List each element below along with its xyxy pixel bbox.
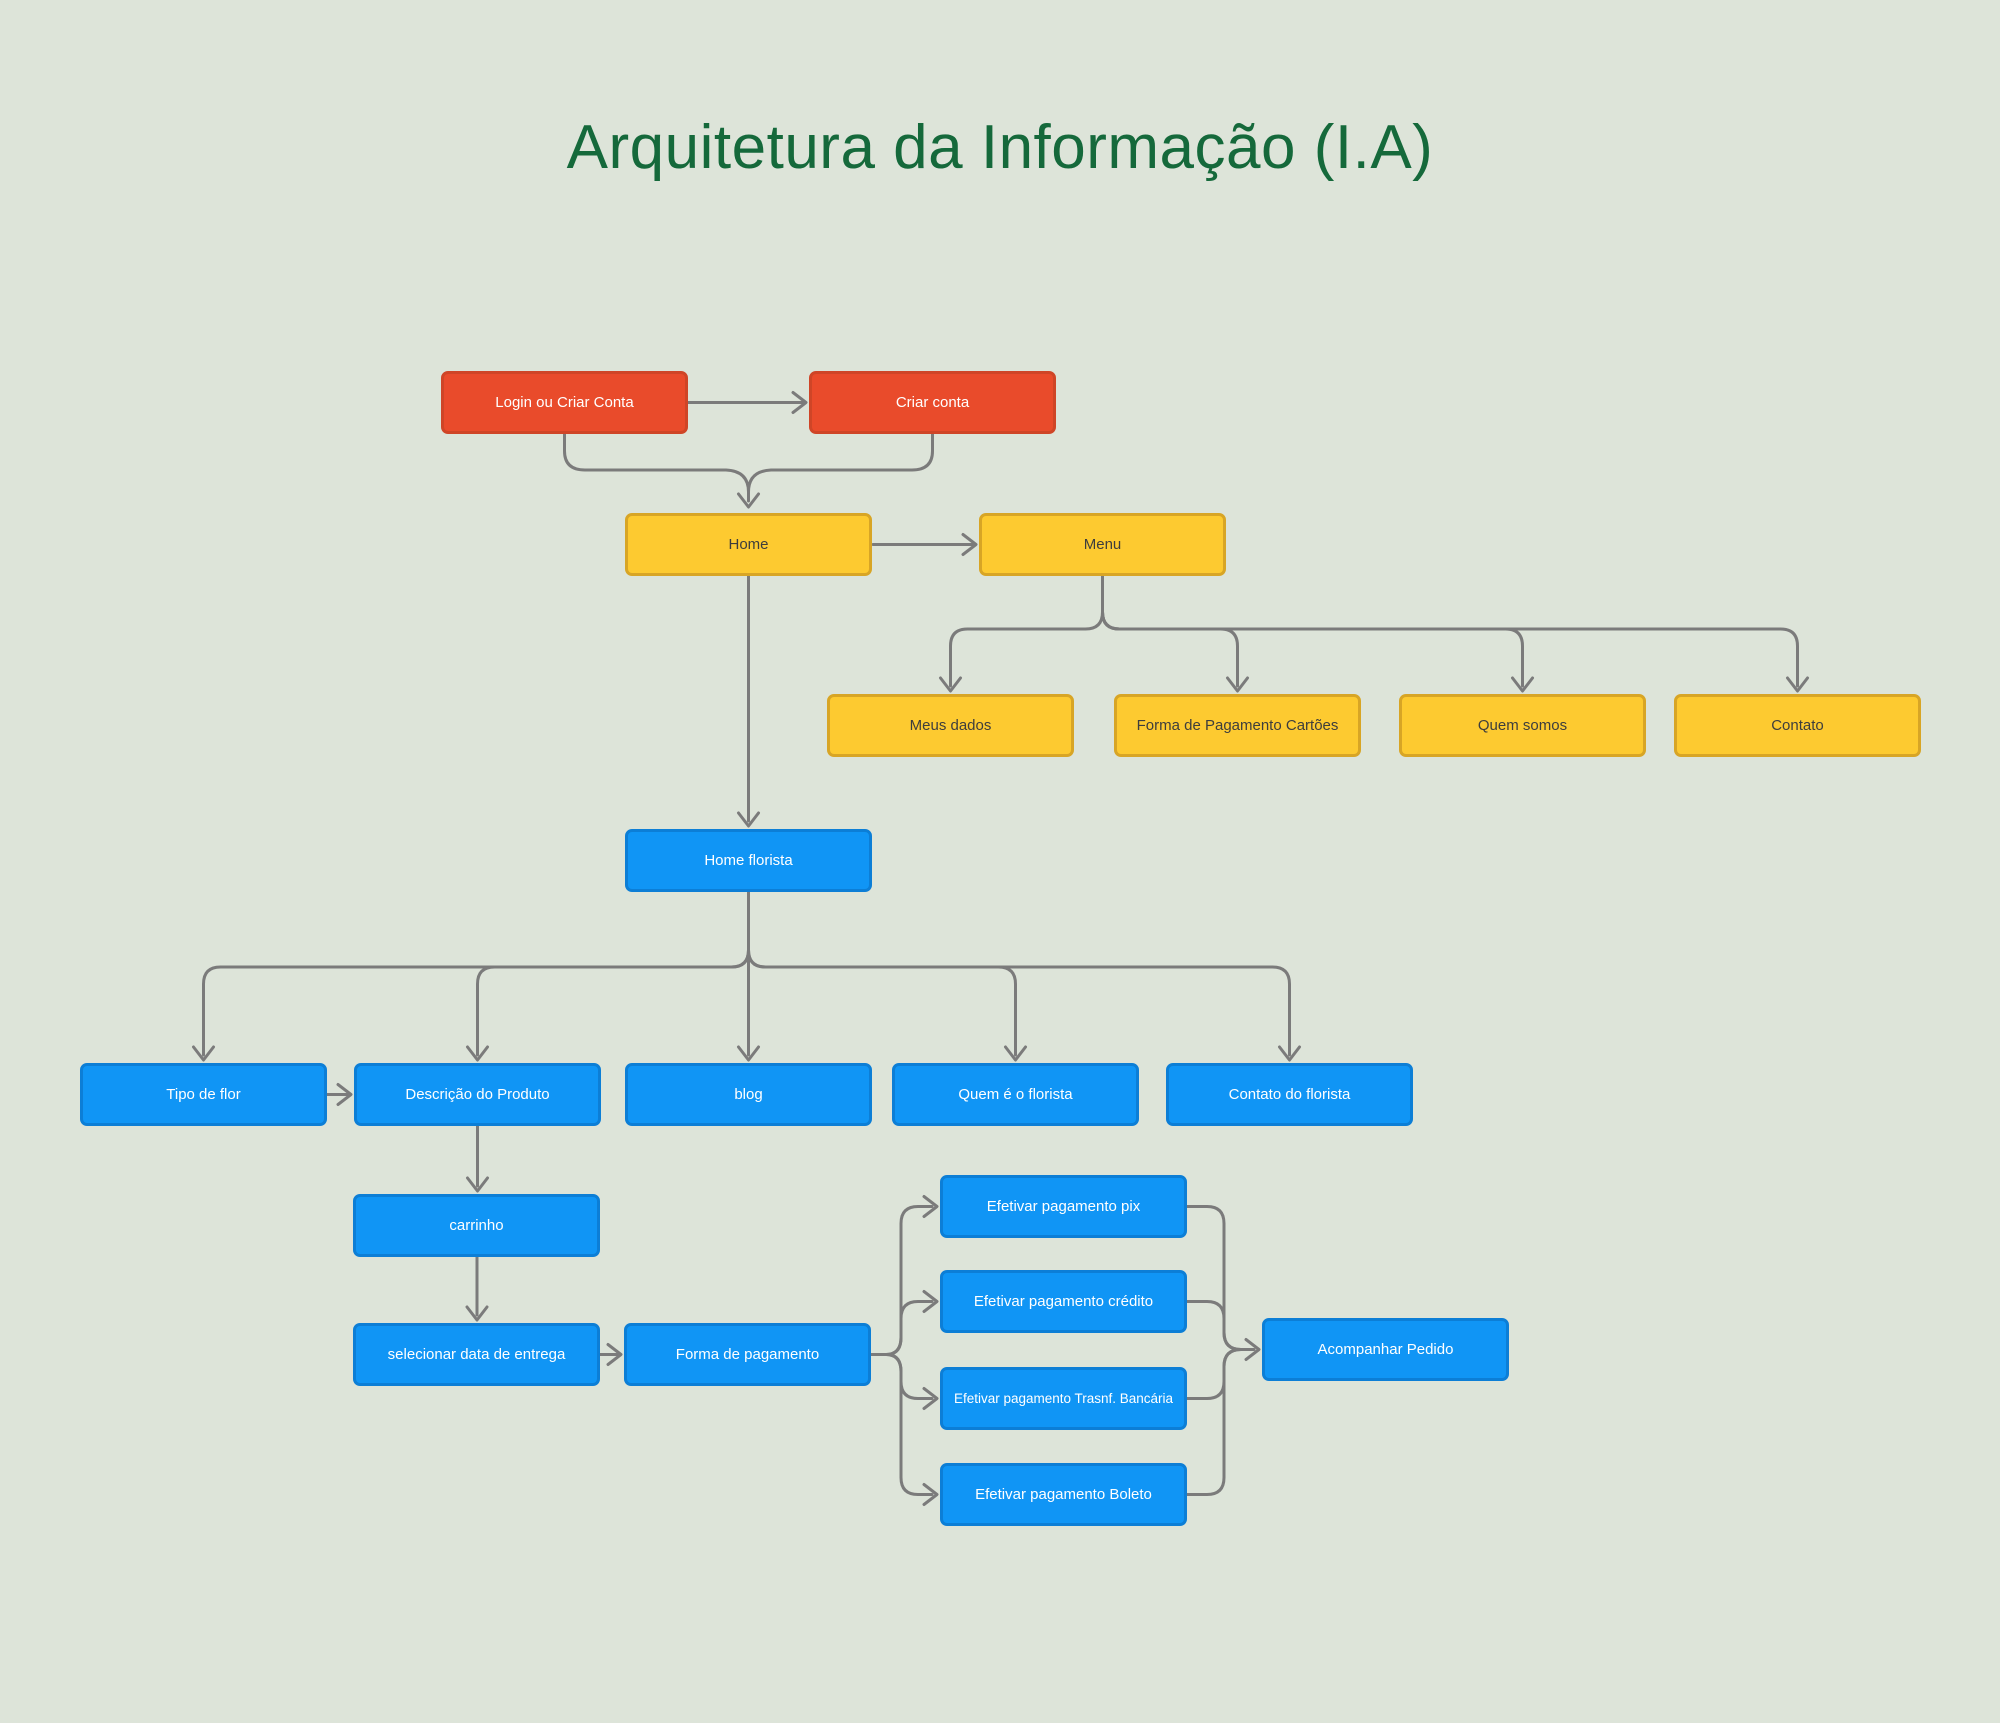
node-quem-somos[interactable]: Quem somos bbox=[1399, 694, 1646, 757]
node-efetivar-pagamento-transferencia-bancaria[interactable]: Efetivar pagamento Trasnf. Bancária bbox=[940, 1367, 1187, 1430]
node-efetivar-pagamento-credito[interactable]: Efetivar pagamento crédito bbox=[940, 1270, 1187, 1333]
node-carrinho[interactable]: carrinho bbox=[353, 1194, 600, 1257]
node-blog[interactable]: blog bbox=[625, 1063, 872, 1126]
node-selecionar-data-de-entrega[interactable]: selecionar data de entrega bbox=[353, 1323, 600, 1386]
node-efetivar-pagamento-boleto[interactable]: Efetivar pagamento Boleto bbox=[940, 1463, 1187, 1526]
node-quem-e-o-florista[interactable]: Quem é o florista bbox=[892, 1063, 1139, 1126]
node-acompanhar-pedido[interactable]: Acompanhar Pedido bbox=[1262, 1318, 1509, 1381]
node-home-florista[interactable]: Home florista bbox=[625, 829, 872, 892]
node-forma-de-pagamento-cartoes[interactable]: Forma de Pagamento Cartões bbox=[1114, 694, 1361, 757]
node-menu[interactable]: Menu bbox=[979, 513, 1226, 576]
node-contato[interactable]: Contato bbox=[1674, 694, 1921, 757]
node-home[interactable]: Home bbox=[625, 513, 872, 576]
node-descricao-do-produto[interactable]: Descrição do Produto bbox=[354, 1063, 601, 1126]
node-tipo-de-flor[interactable]: Tipo de flor bbox=[80, 1063, 327, 1126]
node-meus-dados[interactable]: Meus dados bbox=[827, 694, 1074, 757]
node-contato-do-florista[interactable]: Contato do florista bbox=[1166, 1063, 1413, 1126]
node-login-ou-criar-conta[interactable]: Login ou Criar Conta bbox=[441, 371, 688, 434]
node-criar-conta[interactable]: Criar conta bbox=[809, 371, 1056, 434]
node-forma-de-pagamento[interactable]: Forma de pagamento bbox=[624, 1323, 871, 1386]
node-efetivar-pagamento-pix[interactable]: Efetivar pagamento pix bbox=[940, 1175, 1187, 1238]
page-title: Arquitetura da Informação (I.A) bbox=[566, 113, 1434, 182]
